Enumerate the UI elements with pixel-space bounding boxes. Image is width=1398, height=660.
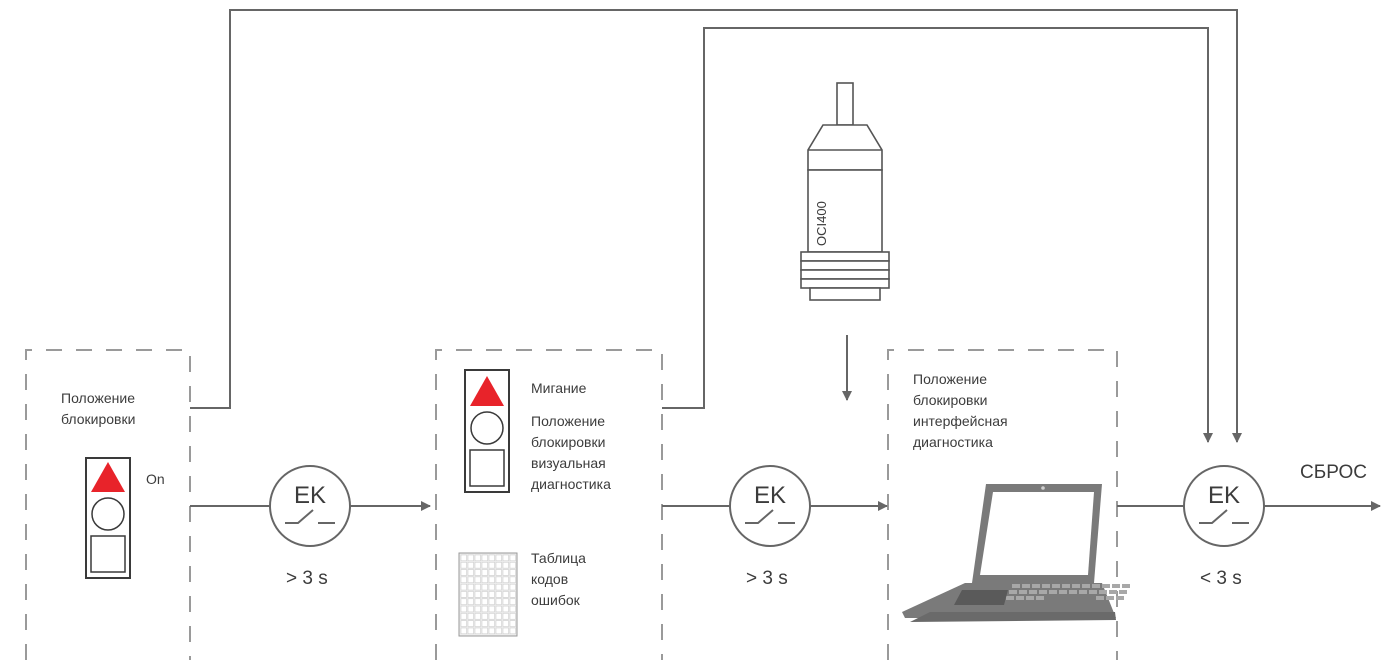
switch-1-timing: > 3 s <box>286 568 328 589</box>
oci400-device-icon <box>800 82 890 301</box>
box1-frame <box>25 349 191 660</box>
feedback-line-outer <box>190 9 1242 443</box>
switch-2-timing: > 3 s <box>746 568 788 589</box>
error-table-label: Таблица кодов ошибок <box>531 550 586 608</box>
lamp-on-label: On <box>146 471 165 487</box>
box1-title: Положение блокировки <box>61 390 136 427</box>
blink-label: Мигание <box>531 380 587 396</box>
interface-diagnostics-label: Положение блокировки интерфейсная диагно… <box>913 371 1008 450</box>
error-code-table-icon <box>458 552 518 637</box>
reset-output-label: СБРОС <box>1300 462 1367 483</box>
lockout-lamp-icon <box>85 457 131 579</box>
switch-3: EK <box>1183 465 1265 547</box>
feedback-line-inner <box>662 27 1213 443</box>
device-model-label: OCI400 <box>814 201 829 246</box>
laptop-icon <box>902 484 1130 622</box>
switch-1: EK <box>269 465 351 547</box>
switch-3-timing: < 3 s <box>1200 568 1242 589</box>
visual-diagnostics-label: Положение блокировки визуальная диагност… <box>531 413 611 492</box>
switch-3-symbol: EK <box>1208 482 1240 509</box>
switch-1-symbol: EK <box>294 482 326 509</box>
blinking-lamp-icon <box>464 369 510 493</box>
switch-2-symbol: EK <box>754 482 786 509</box>
switch-2: EK <box>729 465 811 547</box>
